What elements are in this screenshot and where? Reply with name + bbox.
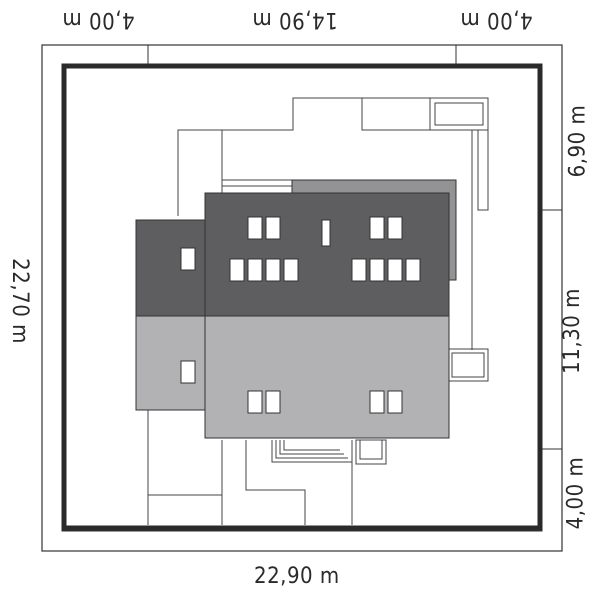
roof-windows — [180, 216, 421, 414]
plot-border — [61, 63, 543, 531]
roof-main-light — [204, 315, 450, 439]
dim-right-top: 6,90 m — [565, 104, 591, 178]
dim-right-bottom: 4,00 m — [563, 456, 589, 530]
dim-top-middle: 14,90 m — [252, 7, 338, 32]
dim-top-left: 4,00 m — [62, 7, 135, 32]
roof-main-dark — [204, 192, 450, 317]
terrace-outlines — [147, 97, 489, 525]
dim-bottom: 22,90 m — [254, 564, 340, 589]
dim-top-right: 4,00 m — [460, 7, 533, 32]
roof — [135, 179, 457, 439]
dim-right-middle: 11,30 m — [559, 288, 585, 374]
outer-frame — [41, 44, 563, 552]
dim-left: 22,70 m — [6, 258, 32, 344]
